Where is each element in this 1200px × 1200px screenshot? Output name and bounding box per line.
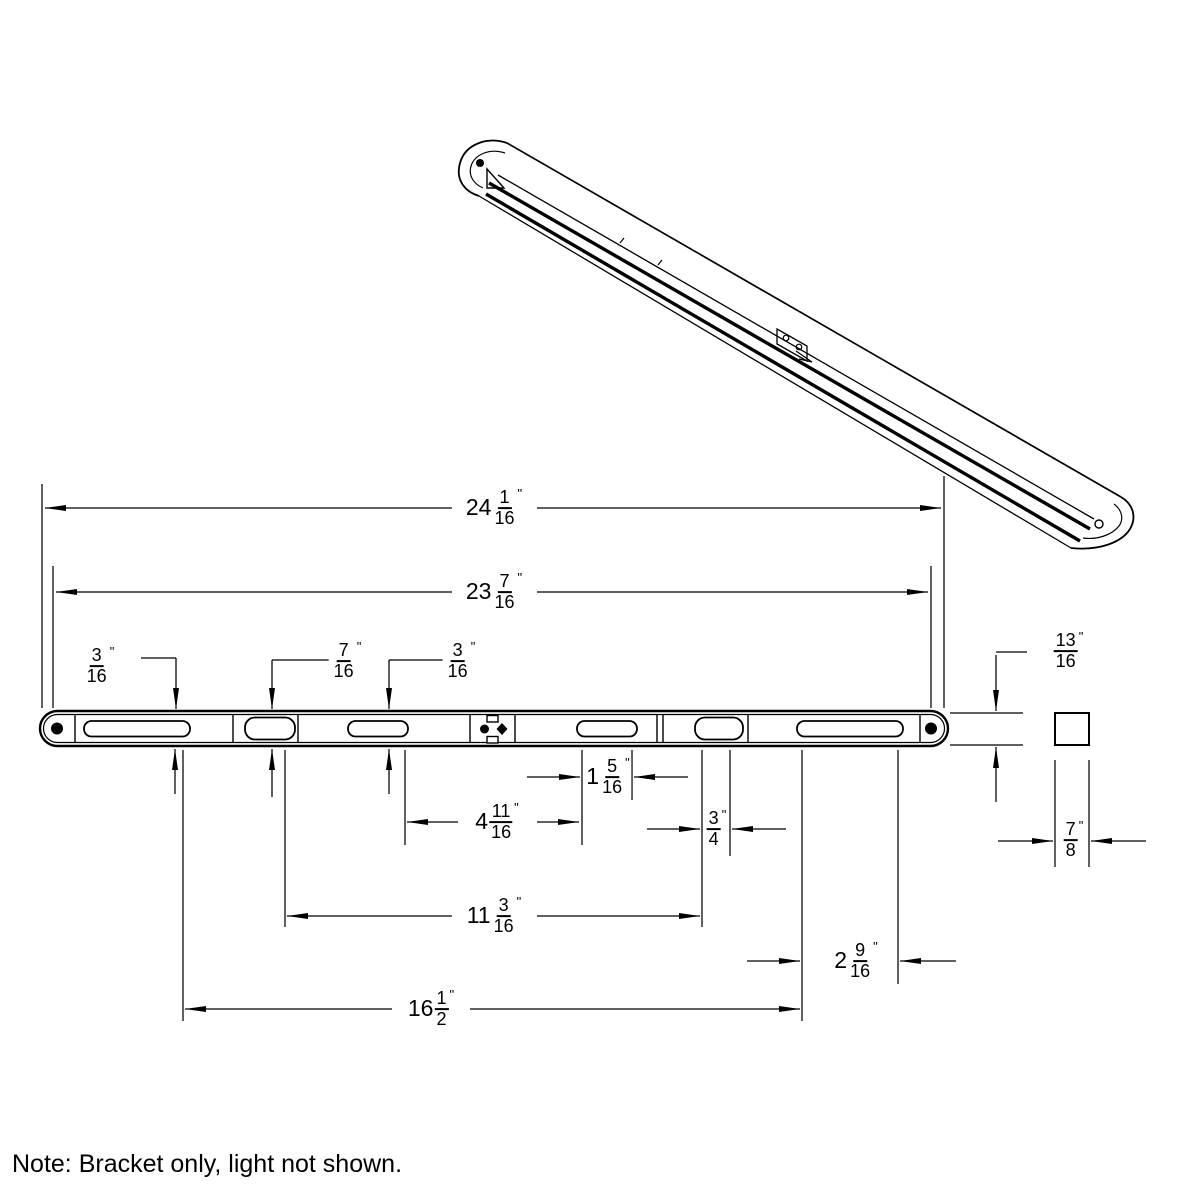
rect-cutouts [244, 716, 744, 741]
mounting-slots [83, 720, 904, 738]
front-view [38, 709, 950, 748]
isometric-view [457, 139, 1135, 550]
dimension-lines [45, 505, 1146, 1012]
extension-lines [41, 476, 1090, 1021]
iso-mounting-tab [776, 327, 813, 363]
side-profile-view [1054, 712, 1090, 746]
segment-dividers [74, 714, 921, 743]
drawing-note: Note: Bracket only, light not shown. [12, 1150, 403, 1178]
center-mount-detail [480, 714, 508, 744]
